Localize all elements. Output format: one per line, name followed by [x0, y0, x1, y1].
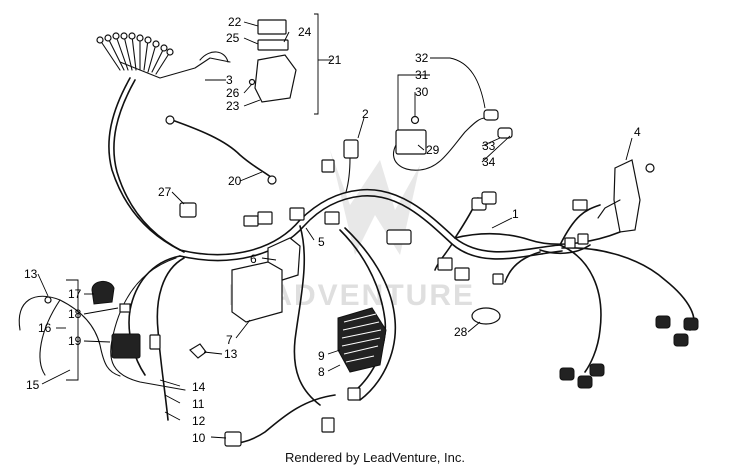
callout-28: 28: [454, 325, 468, 339]
connector: [572, 199, 588, 211]
clamp-28: [471, 307, 501, 325]
ground-cable: [165, 115, 277, 185]
callout-22: 22: [228, 15, 242, 29]
connector: [224, 431, 242, 447]
bulb-socket: [673, 333, 689, 347]
screw: [248, 78, 256, 86]
connector: [492, 273, 504, 285]
connector: [437, 257, 453, 271]
callout-21: 21: [328, 53, 342, 67]
nut: [645, 163, 655, 173]
bulb-socket: [559, 367, 575, 381]
leader-lines: [37, 21, 633, 439]
callout-6: 6: [250, 252, 257, 266]
relay-17: [91, 281, 115, 305]
connector: [257, 211, 273, 225]
bulb-socket: [589, 363, 605, 377]
callout-26: 26: [226, 86, 240, 100]
callout-12: 12: [192, 414, 206, 428]
connector: [321, 417, 335, 433]
connector: [321, 159, 335, 173]
connector: [289, 207, 305, 221]
connector: [386, 229, 412, 245]
regulator-8: [337, 307, 387, 373]
callout-18: 18: [68, 307, 82, 321]
connector: [454, 267, 470, 281]
callout-2: 2: [362, 107, 369, 121]
callout-13-upper: 13: [24, 267, 38, 281]
callout-30: 30: [415, 85, 429, 99]
fuse-box-assembly: [248, 13, 319, 115]
terminal-cluster: [96, 32, 174, 75]
fuse-box-gasket: [257, 39, 289, 51]
fitting: [497, 127, 513, 139]
connector: [149, 334, 161, 350]
callout-24: 24: [298, 25, 312, 39]
callout-25: 25: [226, 31, 240, 45]
connector: [577, 233, 589, 245]
callout-23: 23: [226, 99, 240, 113]
callout-3: 3: [226, 73, 233, 87]
connector: [343, 139, 359, 159]
ring-terminal: [44, 296, 52, 304]
regulator-branch: [227, 225, 397, 444]
connectors: [149, 159, 589, 447]
callout-8: 8: [318, 365, 325, 379]
bulb-socket: [655, 315, 671, 329]
bracket-4: [597, 159, 655, 233]
fuse-box-cover: [257, 19, 287, 35]
connector-2: [343, 139, 359, 193]
relay-base: [111, 333, 141, 359]
callout-labels: 1 2 3 4 5 6 7 8 9 10 11 12 13 13 14 15 1…: [24, 15, 641, 445]
render-credit: Rendered by LeadVenture, Inc.: [285, 450, 465, 465]
callout-14: 14: [192, 380, 206, 394]
fuse-box: [254, 54, 297, 103]
callout-19: 19: [68, 334, 82, 348]
callout-32: 32: [415, 51, 429, 65]
module-29: [393, 109, 513, 171]
fitting: [483, 109, 499, 121]
fastener-13: [189, 343, 207, 359]
callout-17: 17: [68, 287, 82, 301]
callout-13-lower: 13: [224, 347, 238, 361]
callout-20: 20: [228, 174, 242, 188]
callout-31: 31: [415, 68, 429, 82]
callout-27: 27: [158, 185, 172, 199]
relay-27: [179, 202, 197, 218]
callout-7: 7: [226, 333, 233, 347]
connector: [564, 237, 576, 249]
callout-16: 16: [38, 321, 52, 335]
callout-29: 29: [426, 143, 440, 157]
bulb-sockets: [559, 315, 699, 389]
nut: [410, 115, 420, 125]
module-7: [231, 261, 283, 323]
terminal-18: [119, 303, 131, 313]
connector: [324, 211, 340, 225]
module: [395, 129, 427, 155]
callout-33: 33: [482, 139, 496, 153]
control-module: [231, 261, 283, 323]
callout-5: 5: [318, 235, 325, 249]
callout-4: 4: [634, 125, 641, 139]
callout-9: 9: [318, 349, 325, 363]
connector: [481, 191, 497, 205]
bulb-socket: [577, 375, 593, 389]
connector: [347, 387, 361, 401]
callout-15: 15: [26, 378, 40, 392]
bulb-socket: [683, 317, 699, 331]
fuse-lead-branch: [96, 32, 231, 253]
connector: [243, 215, 259, 227]
callout-34: 34: [482, 155, 496, 169]
ring-terminal: [267, 175, 277, 185]
callout-11: 11: [192, 397, 205, 411]
callout-10: 10: [192, 431, 206, 445]
ring-terminal: [165, 115, 175, 125]
callout-1: 1: [512, 207, 519, 221]
